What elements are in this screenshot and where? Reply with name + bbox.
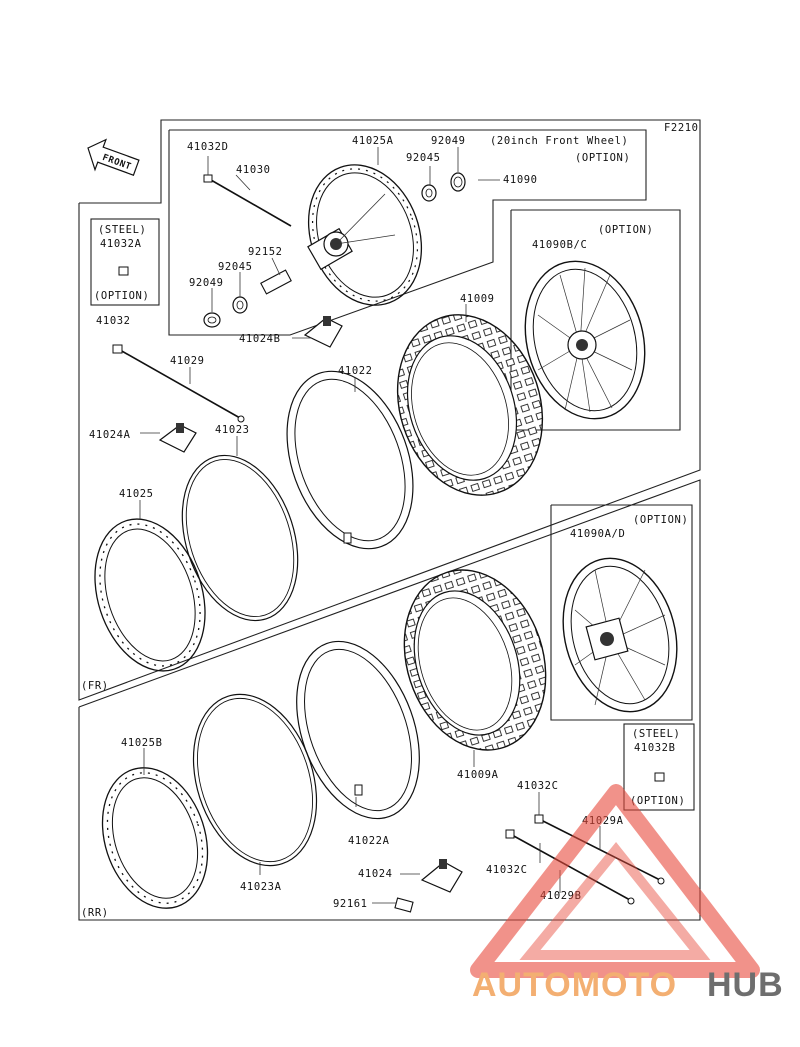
steel-left-line3: (OPTION) [94,290,149,302]
part-label-92049-top: 92049 [431,135,466,147]
section-label-rear: (RR) [81,907,109,919]
part-label-41022: 41022 [338,365,373,377]
tire-41009A [403,569,547,751]
part-label-41025B: 41025B [121,737,163,749]
figure-code: F2210 [664,122,699,134]
part-label-41022A: 41022A [348,835,390,847]
part-label-41025A: 41025A [352,135,394,147]
part-label-41024B: 41024B [239,333,281,345]
wheel-41090AD [562,557,678,713]
rimlock-41024 [394,859,463,913]
part-label-41009: 41009 [460,293,495,305]
axle-41029A [534,814,665,885]
part-label-92152: 92152 [248,246,283,258]
option-41090ad-label: (OPTION) [633,514,688,526]
rim-41025 [94,518,206,672]
part-label-41029B: 41029B [540,890,582,902]
steel-right-line3: (OPTION) [630,795,685,807]
option-20inch-line1: (20inch Front Wheel) [490,135,628,147]
frame-lines [78,119,701,921]
part-label-41024: 41024 [358,868,393,880]
nut-41032B-icon [654,772,665,782]
front-arrow-icon: FRONT [87,138,140,176]
tube-41022A [296,640,420,820]
watermark-text-part1: AUTOMOTO [472,966,677,1004]
part-label-92049-bottom: 92049 [189,277,224,289]
part-label-41023: 41023 [215,424,250,436]
watermark-logo: AUTOMOTO HUB [470,784,784,1004]
part-label-41024A: 41024A [89,429,131,441]
leader-lines [139,147,601,904]
steel-left-part: 41032A [100,238,142,250]
steel-right-line1: (STEEL) [632,728,680,740]
section-label-front: (FR) [81,680,109,692]
part-label-41090AD: 41090A/D [570,528,625,540]
nut-41032A-icon [118,266,129,276]
rimband-41023 [181,454,299,622]
steel-right-part: 41032B [634,742,676,754]
wheel-41025A-assembly [203,164,466,348]
tube-41022 [286,370,414,550]
part-label-41090: 41090 [503,174,538,186]
wheel-41090BC [524,260,646,420]
part-label-41032: 41032 [96,315,131,327]
watermark-text-part2: HUB [707,966,784,1004]
axle-41029 [112,344,245,423]
part-label-41029: 41029 [170,355,205,367]
part-label-41025: 41025 [119,488,154,500]
part-label-41032C-bottom: 41032C [486,864,528,876]
tire-41009 [396,314,544,496]
part-label-92161: 92161 [333,898,368,910]
part-label-41032D: 41032D [187,141,229,153]
rimband-41023A [192,693,318,867]
part-label-41032C-top: 41032C [517,780,559,792]
option-20inch-line2: (OPTION) [575,152,630,164]
part-label-41030: 41030 [236,164,271,176]
part-label-92045-bottom: 92045 [218,261,253,273]
steel-left-line1: (STEEL) [98,224,146,236]
part-label-41023A: 41023A [240,881,282,893]
part-label-41009A: 41009A [457,769,499,781]
rimlock-41024A [158,423,197,453]
option-41090bc-label: (OPTION) [598,224,653,236]
part-label-92045-top: 92045 [406,152,441,164]
part-label-41090BC: 41090B/C [532,239,587,251]
axle-41029B [505,829,635,905]
rim-41025B [101,767,209,909]
